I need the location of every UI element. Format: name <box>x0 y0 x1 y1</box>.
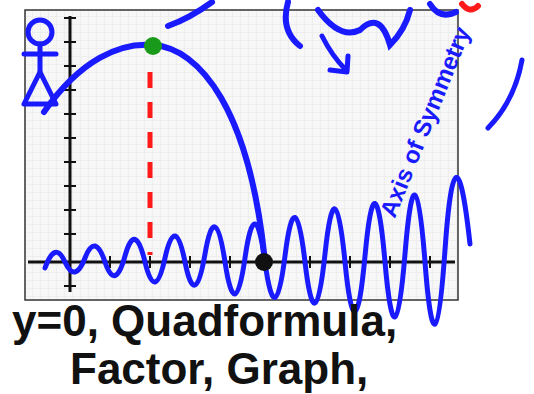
root-dot <box>255 253 273 271</box>
stick-figure <box>24 20 56 104</box>
y-axis <box>69 16 72 292</box>
formula-scribble <box>168 2 456 46</box>
vertex-dot <box>144 37 162 55</box>
method-note: y=0, Quadformula, <box>12 296 397 346</box>
axis-of-symmetry <box>148 72 153 255</box>
pointer-arrow <box>322 36 348 72</box>
parabola <box>44 45 265 262</box>
red-scribble <box>462 4 478 10</box>
graph-grid <box>26 11 457 299</box>
graph-frame <box>25 10 458 300</box>
method-note: Factor, Graph, <box>70 344 368 394</box>
tail-scribble <box>488 60 522 128</box>
x-axis <box>28 261 455 264</box>
